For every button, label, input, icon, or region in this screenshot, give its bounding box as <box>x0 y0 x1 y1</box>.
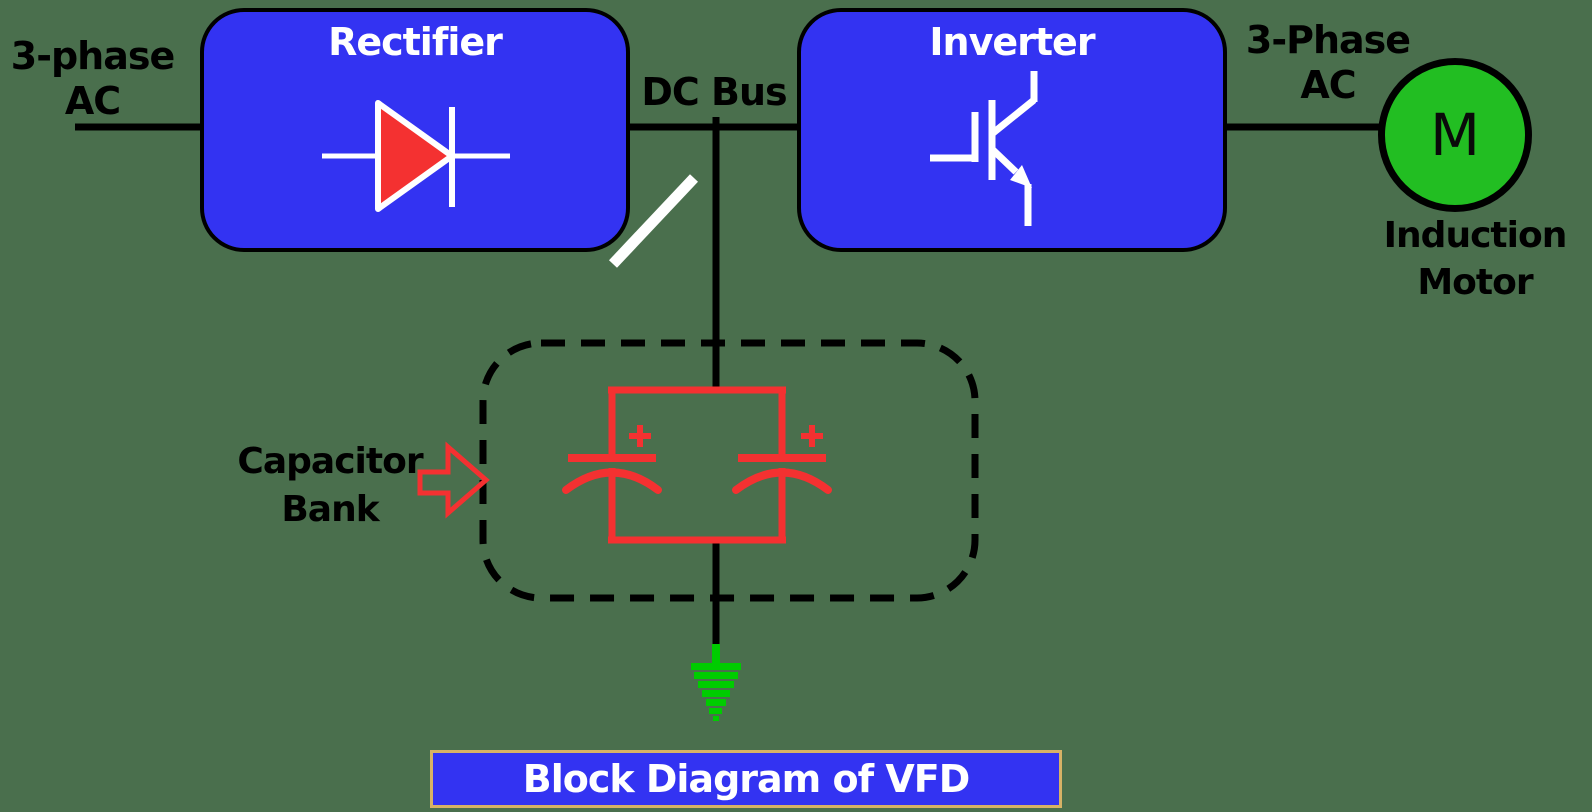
input-3phase-label: 3-phase AC <box>0 34 185 124</box>
input-label-line1: 3-phase <box>10 34 176 78</box>
cap-right-plus <box>801 425 823 447</box>
capacitor-label-line2: Bank <box>281 489 379 530</box>
igbt-transistor-icon <box>930 71 1038 226</box>
cap-right-curved-plate <box>732 468 832 494</box>
induction-motor-circle: M <box>1378 58 1532 212</box>
capacitor-label-line1: Capacitor <box>237 441 423 482</box>
motor-letter: M <box>1429 101 1481 169</box>
output-label-line2: AC <box>1300 63 1356 107</box>
cap-left-plus <box>629 425 651 447</box>
rectifier-label: Rectifier <box>328 20 503 64</box>
capacitor-bank-dashed-box <box>479 339 979 602</box>
earth-ground-icon <box>691 644 741 721</box>
diagram-title-text: Block Diagram of VFD <box>522 757 971 801</box>
motor-caption-line1: Induction <box>1383 215 1568 256</box>
electrolytic-capacitor-icon <box>562 386 832 544</box>
inverter-block: Inverter <box>797 8 1227 252</box>
igbt-collector-diag <box>990 97 1037 136</box>
rectifier-block: Rectifier <box>200 8 630 252</box>
induction-motor-label: Induction Motor <box>1355 212 1592 306</box>
dc-bus-label: DC Bus <box>641 70 787 114</box>
ground-stub <box>712 644 720 664</box>
diode-icon <box>322 100 510 212</box>
output-3phase-label: 3-Phase AC <box>1238 18 1418 108</box>
igbt-emitter-arrowhead <box>1010 165 1032 188</box>
cap-left-curved-plate <box>562 468 662 494</box>
wires <box>75 117 1380 646</box>
output-label-line1: 3-Phase <box>1245 18 1411 62</box>
capacitor-bank-label: Capacitor Bank <box>228 438 432 534</box>
right-arrow-icon <box>417 441 490 519</box>
igbt-emitter-diag <box>990 147 1019 175</box>
motor-caption-line2: Motor <box>1417 262 1533 303</box>
input-label-line2: AC <box>64 79 121 123</box>
inverter-label: Inverter <box>929 20 1095 64</box>
slash-mark-icon <box>608 174 699 268</box>
diode-triangle <box>375 100 455 212</box>
diagram-title-bar: Block Diagram of VFD <box>430 750 1062 808</box>
